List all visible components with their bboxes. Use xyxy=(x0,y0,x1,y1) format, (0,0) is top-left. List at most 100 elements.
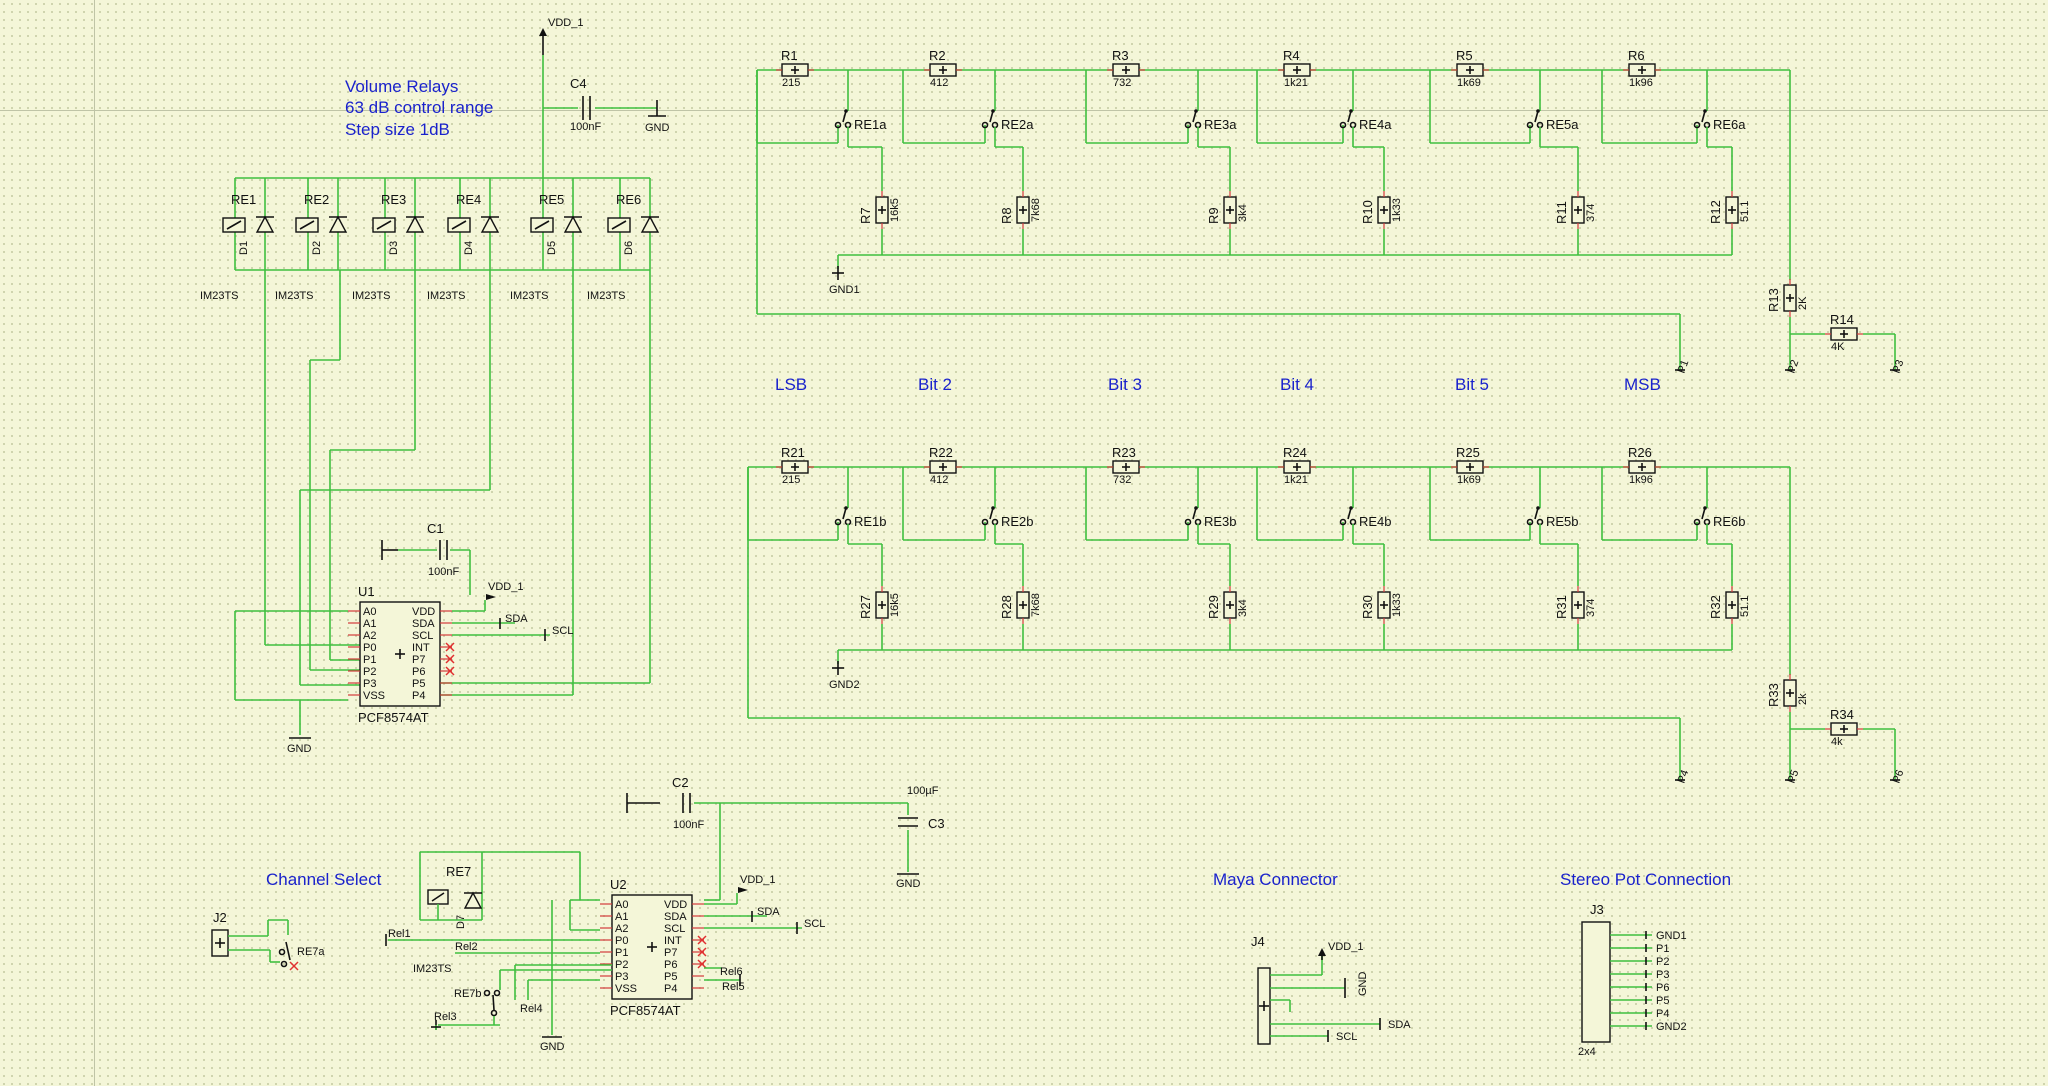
port-p3[interactable]: P3 xyxy=(1890,358,1906,375)
diode-d6[interactable]: D6 xyxy=(623,215,660,255)
relay-switch-re5b[interactable]: RE5b xyxy=(1526,506,1579,529)
c4-value: 100nF xyxy=(570,121,601,133)
c3-name: C3 xyxy=(928,816,945,831)
relay-switch-re6b[interactable]: RE6b xyxy=(1693,506,1746,529)
r34-name: R34 xyxy=(1830,707,1854,722)
r33-value: 2k xyxy=(1797,693,1809,705)
re6a-name: RE6a xyxy=(1713,117,1746,132)
capacitor-c4[interactable]: C4 100nF xyxy=(570,76,601,133)
switch-arm xyxy=(1701,507,1706,520)
relay-switch-re1a[interactable]: RE1a xyxy=(834,109,888,132)
switch-re7b[interactable]: RE7b xyxy=(454,988,501,1017)
switch-arm xyxy=(989,507,994,520)
rel6-net: Rel6 xyxy=(720,966,743,978)
r12-value: 51.1 xyxy=(1739,201,1751,222)
relay-switch-re2a[interactable]: RE2a xyxy=(981,109,1035,132)
relay-switch-re2b[interactable]: RE2b xyxy=(981,506,1034,529)
switch-contact xyxy=(1693,518,1701,526)
port-p6[interactable]: P6 xyxy=(1890,768,1906,785)
diode-d2[interactable]: D2 xyxy=(311,215,348,255)
diode-d5[interactable]: D5 xyxy=(546,215,583,255)
switch-pivot xyxy=(1194,506,1198,510)
j3-net-p5: P5 xyxy=(1656,995,1669,1007)
re2a-name: RE2a xyxy=(1001,117,1034,132)
relay-coil-re5[interactable]: RE5 xyxy=(530,192,564,233)
diode-d7[interactable]: D7 xyxy=(455,891,483,929)
relay-switch-re4a[interactable]: RE4a xyxy=(1339,109,1393,132)
capacitor-c1[interactable]: C1 100nF xyxy=(381,521,471,595)
relay-switch-re5a[interactable]: RE5a xyxy=(1526,109,1580,132)
r8-name: R8 xyxy=(999,207,1014,224)
j4-net-gnd: GND xyxy=(1357,972,1369,997)
u2-ref: U2 xyxy=(610,877,627,892)
relay-coil-re3[interactable]: RE3 xyxy=(372,192,406,233)
pin-p6: P6 xyxy=(664,959,677,971)
j3-net-gnd1: GND1 xyxy=(1656,930,1687,942)
relay-switch-re4b[interactable]: RE4b xyxy=(1339,506,1392,529)
relay-coil-re4[interactable]: RE4 xyxy=(447,192,481,233)
pin-p5: P5 xyxy=(412,678,425,690)
port-p2[interactable]: P2 xyxy=(1785,358,1801,375)
port-p5[interactable]: P5 xyxy=(1785,768,1801,785)
diode-d1[interactable]: D1 xyxy=(238,215,275,255)
resistor-r34[interactable]: R34 4k xyxy=(1825,707,1863,748)
r25-value: 1k69 xyxy=(1457,474,1481,486)
gnd-symbol-u2: GND xyxy=(540,900,565,1053)
r34-value: 4k xyxy=(1831,736,1843,748)
relay-coil-mark xyxy=(451,220,467,230)
relay-switch-re6a[interactable]: RE6a xyxy=(1693,109,1747,132)
relay-switch-re3a[interactable]: RE3a xyxy=(1184,109,1238,132)
port-p1[interactable]: P1 xyxy=(1675,358,1691,375)
connector-j2[interactable]: J2 xyxy=(211,910,229,957)
diode-d4[interactable]: D4 xyxy=(463,215,500,255)
capacitor-c2[interactable]: C2 100nF xyxy=(626,775,908,900)
capacitor-c3[interactable]: 100µF C3 GND xyxy=(896,785,945,890)
resistor-r25[interactable]: R25 1k69 xyxy=(1451,445,1489,486)
u1-ref: U1 xyxy=(358,584,375,599)
connector-j4[interactable]: J4 VDD_1 GND SDA SCL xyxy=(1251,934,1411,1045)
relay-switch-re1b[interactable]: RE1b xyxy=(834,506,887,529)
relay-re7[interactable]: RE7 xyxy=(427,864,471,905)
c1-value: 100nF xyxy=(428,566,459,578)
relay-coil-re2[interactable]: RE2 xyxy=(295,192,329,233)
r25-name: R25 xyxy=(1456,445,1480,460)
ic-u1[interactable]: A0A1A2P0P1P2P3VSSVDDSDASCLINTP7P6P5P4U1P… xyxy=(234,581,573,725)
r9-name: R9 xyxy=(1206,207,1221,224)
relay-coil-re1[interactable]: RE1 xyxy=(222,192,256,233)
ic-u2[interactable]: A0A1A2P0P1P2P3VSSVDDSDASCLINTP7P6P5P4U2P… xyxy=(385,874,825,1030)
switch-re7a[interactable]: RE7a xyxy=(278,941,326,971)
diode-d3[interactable]: D3 xyxy=(388,215,425,255)
relay-switch-re3b[interactable]: RE3b xyxy=(1184,506,1237,529)
gnd-label-c4: GND xyxy=(645,122,670,134)
port-p4[interactable]: P4 xyxy=(1675,768,1691,785)
relay-coil-re6[interactable]: RE6 xyxy=(607,192,641,233)
